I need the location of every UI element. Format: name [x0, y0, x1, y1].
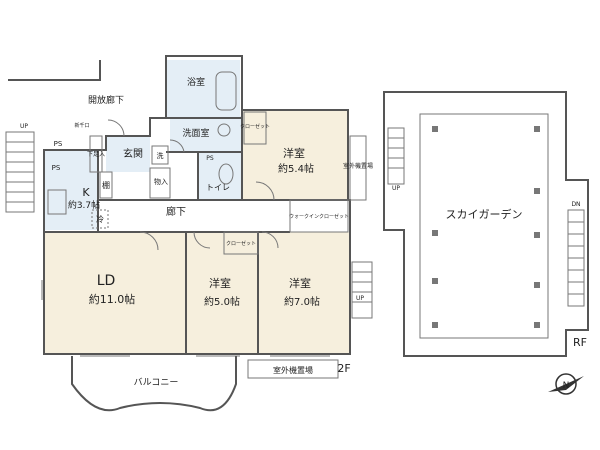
- sky-garden-fill: [404, 106, 564, 350]
- bath-fill: [166, 60, 240, 118]
- outer-wall-2f: [43, 55, 351, 355]
- ps-mark-3: PS: [52, 164, 61, 172]
- door-arc-1: [139, 231, 159, 251]
- bathtub: [215, 71, 237, 111]
- ld-fill: [44, 232, 186, 354]
- door-arc-6: [169, 139, 185, 153]
- stairs-left: [5, 131, 35, 213]
- roof-dn-mark: DN: [571, 201, 580, 208]
- storage-label: 物入: [154, 177, 168, 186]
- western1-fill: [242, 110, 348, 200]
- roof-outline: [383, 91, 589, 357]
- garden-posts: [432, 126, 540, 328]
- western3-fill: [258, 232, 350, 354]
- balcony-outline: [71, 356, 237, 412]
- kitchen-name: K: [82, 186, 90, 199]
- kitchen-counter: [47, 189, 67, 215]
- ld-name: LD: [97, 273, 116, 289]
- closet1-label: クローゼット: [240, 123, 270, 130]
- door-arc-3: [261, 231, 279, 249]
- toilet-label: トイレ: [206, 183, 230, 192]
- western2-fill: [186, 232, 258, 354]
- stairs-roof-right: [567, 209, 585, 307]
- closet2-box: [223, 231, 259, 255]
- stairs-2f-right: [351, 261, 373, 319]
- western2-size: 約5.0帖: [204, 295, 240, 308]
- wash-basin: [217, 123, 231, 137]
- balcony-label: バルコニー: [134, 377, 179, 388]
- door-tag: 新千口: [74, 122, 89, 129]
- compass-icon: [548, 373, 584, 395]
- corridor-label: 廊下: [166, 205, 186, 218]
- western1-size: 約5.4帖: [278, 162, 314, 175]
- door-arc-4: [255, 181, 275, 201]
- roof-up-mark: UP: [392, 185, 400, 192]
- up-mark-1: UP: [20, 123, 28, 130]
- stairs-roof-left: [387, 127, 405, 185]
- western1-name: 洋室: [283, 146, 305, 160]
- fridge-mark: 冷: [96, 214, 104, 224]
- up-mark-2: UP: [356, 295, 364, 302]
- floor-label-rf: RF: [573, 336, 587, 349]
- washer-box: [151, 145, 169, 165]
- ps-mark-2: PS: [206, 155, 214, 162]
- outdoor-unit1-box: [349, 135, 367, 201]
- closet2-label: クローゼット: [226, 240, 256, 247]
- toilet-bowl: [218, 163, 234, 185]
- shoe-storage-label: 下足入: [87, 151, 105, 158]
- western3-size: 約7.0帖: [284, 295, 320, 308]
- washer-mark: 洗: [157, 151, 164, 160]
- storage-box: [149, 167, 171, 199]
- sky-garden-inner: [419, 113, 549, 339]
- bath-label: 浴室: [187, 76, 205, 88]
- toilet-fill: [198, 152, 242, 200]
- shelf-label: 棚: [102, 180, 110, 190]
- sky-garden-label: スカイガーデン: [446, 207, 523, 221]
- shoe-box: [89, 135, 103, 173]
- ld-size: 約11.0帖: [89, 292, 136, 306]
- outdoor-unit2-box: [247, 359, 339, 379]
- outdoor-unit2-label: 室外機置場: [273, 365, 313, 375]
- door-arc-2: [193, 231, 211, 249]
- outdoor-unit1-label: 室外機置場: [343, 162, 373, 170]
- walkin-label: ウォークインクローゼット: [289, 213, 349, 220]
- washroom-label: 洗面室: [182, 127, 209, 139]
- western3-name: 洋室: [289, 276, 311, 290]
- open-corridor-rail: [8, 60, 101, 81]
- closet1-box: [243, 111, 267, 145]
- kitchen-size: 約3.7帖: [68, 199, 100, 211]
- walkin-box: [289, 199, 349, 233]
- door-arc-5: [107, 119, 125, 137]
- open-corridor-label: 開放廊下: [88, 94, 124, 106]
- compass-label: N: [563, 381, 570, 391]
- ps-mark-1: PS: [54, 140, 63, 148]
- shelf-box: [99, 171, 113, 199]
- entrance-fill: [106, 136, 150, 172]
- entrance-label: 玄関: [123, 147, 143, 160]
- floor-label-2f: 2F: [337, 362, 350, 375]
- western2-name: 洋室: [209, 276, 231, 290]
- fridge-box: [91, 209, 109, 229]
